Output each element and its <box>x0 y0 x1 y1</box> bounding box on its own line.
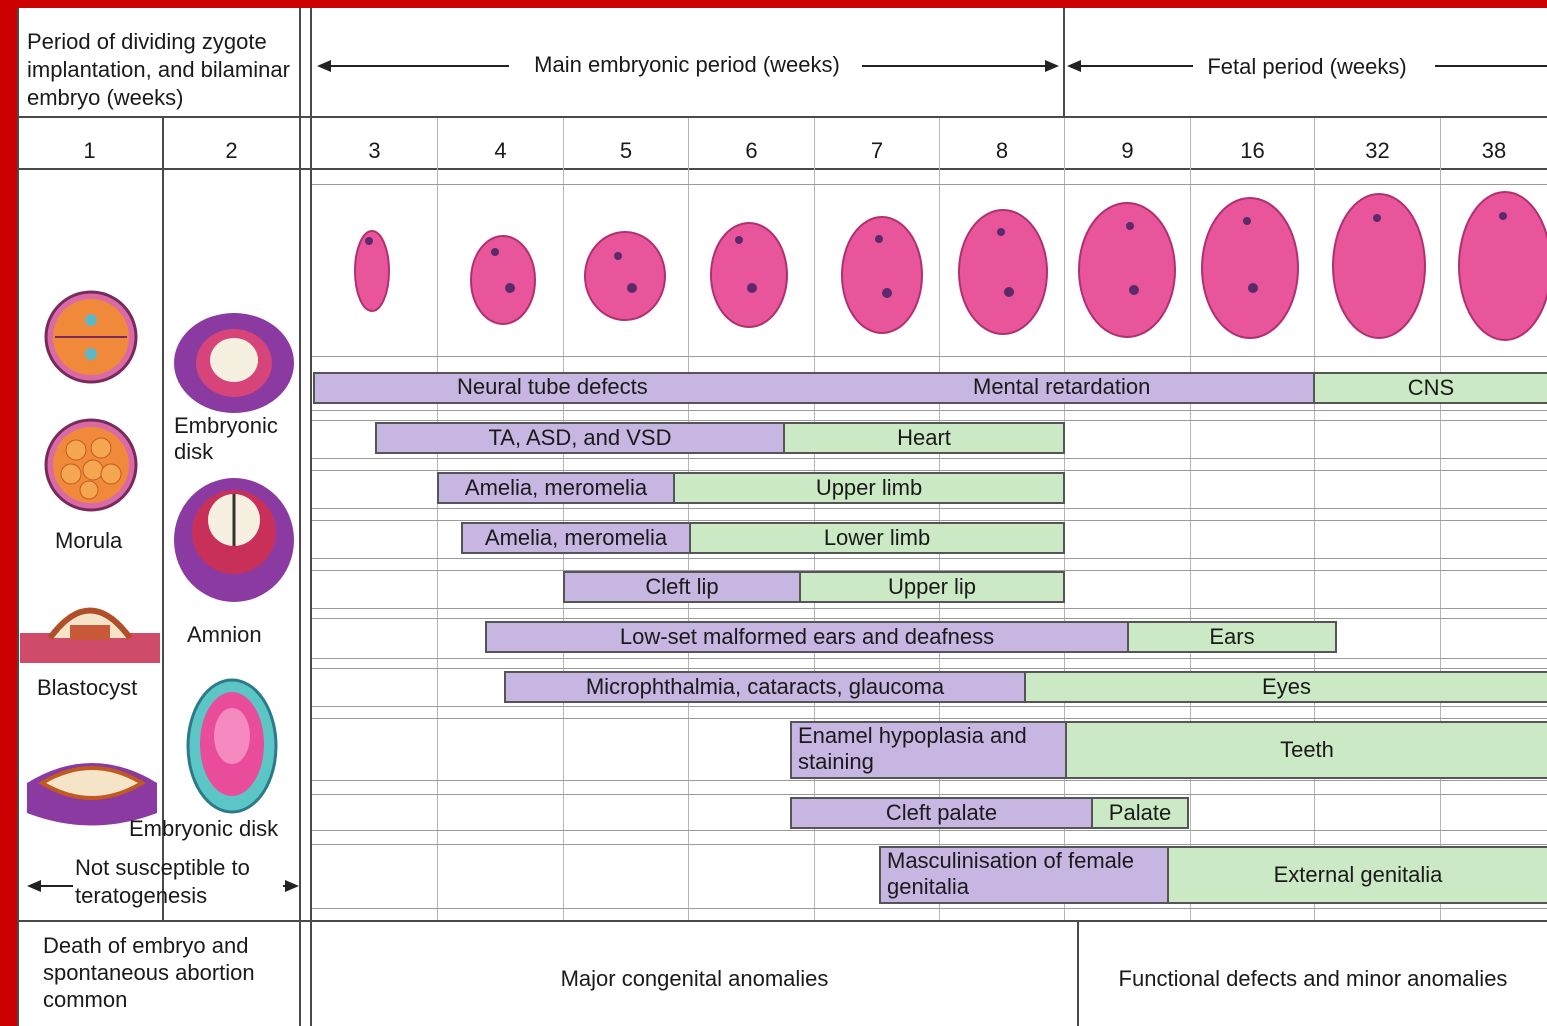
fetus-week16-illustration <box>1195 193 1305 343</box>
row-line <box>312 830 1547 831</box>
embryo-week5-illustration <box>580 226 670 326</box>
embryonic-period-label: Main embryonic period (weeks) <box>497 52 877 78</box>
morula-illustration <box>41 418 141 513</box>
row-line <box>312 908 1547 909</box>
bar-eye-defects: Microphthalmia, cataracts, glaucoma <box>504 671 1026 703</box>
week1-2-divider <box>162 116 164 920</box>
row-line <box>312 410 1547 411</box>
bar-heart: Heart <box>783 422 1065 454</box>
row-line <box>312 608 1547 609</box>
bar-cleft-palate: Cleft palate <box>790 797 1093 829</box>
left-header-title: Period of dividing zygote implantation, … <box>27 28 302 112</box>
morula-label: Morula <box>55 528 122 554</box>
neural-tube-label: Neural tube defects <box>457 374 648 400</box>
row-line <box>312 558 1547 559</box>
row-line <box>312 470 1547 471</box>
implanted-embryo-illustration <box>169 308 299 418</box>
row-line <box>312 184 1547 185</box>
bar-cleft-lip: Cleft lip <box>563 571 801 603</box>
week-label: 2 <box>164 126 299 176</box>
week-label: 3 <box>312 126 437 176</box>
bar-teeth: Teeth <box>1065 721 1547 779</box>
mental-retardation-label: Mental retardation <box>973 374 1150 400</box>
row-line <box>312 668 1547 669</box>
row-line <box>312 718 1547 719</box>
header-divider <box>17 116 1547 118</box>
fetus-week38-illustration <box>1455 186 1547 346</box>
embryonic-disk-illustration <box>185 676 280 816</box>
bar-upper-lip: Upper lip <box>799 571 1065 603</box>
footer-divider <box>17 920 1547 922</box>
bar-upper-limb-defects: Amelia, meromelia <box>437 472 675 504</box>
left-section-divider-1 <box>299 8 301 1026</box>
week-label: 6 <box>689 126 814 176</box>
week-label: 4 <box>438 126 563 176</box>
embryo-week9-illustration <box>1072 198 1182 343</box>
week-label: 38 <box>1441 126 1547 176</box>
week-label: 32 <box>1315 126 1440 176</box>
col-line <box>688 118 689 920</box>
embryo-week6-illustration <box>707 218 792 333</box>
not-susceptible-label: Not susceptible to teratogenesis <box>75 854 275 910</box>
col-line <box>437 118 438 920</box>
bar-heart-defects: TA, ASD, and VSD <box>375 422 785 454</box>
embryo-week3-illustration <box>347 223 397 318</box>
bar-eyes: Eyes <box>1024 671 1547 703</box>
embryo-week8-illustration <box>953 206 1053 341</box>
bar-genitalia: External genitalia <box>1167 846 1547 904</box>
week-label: 7 <box>815 126 939 176</box>
functional-defects-label: Functional defects and minor anomalies <box>1079 966 1547 992</box>
bar-upper-limb: Upper limb <box>673 472 1065 504</box>
teratogenesis-chart: Period of dividing zygote implantation, … <box>17 8 1547 1026</box>
embryonic-disk-label-2: Embryonic disk <box>129 816 278 842</box>
bar-ear-defects: Low-set malformed ears and deafness <box>485 621 1129 653</box>
bar-lower-limb-defects: Amelia, meromelia <box>461 522 691 554</box>
major-anomalies-label: Major congenital anomalies <box>312 966 1077 992</box>
row-line <box>312 618 1547 619</box>
col-line <box>1314 118 1315 920</box>
bar-teeth-defects: Enamel hypoplasia and staining <box>790 721 1067 779</box>
week-label: 5 <box>564 126 688 176</box>
bar-genital-defects: Masculinisation of female genitalia <box>879 846 1169 904</box>
amnion-label: Amnion <box>187 622 262 648</box>
bilaminar-embryo-illustration <box>169 470 299 610</box>
red-frame-top <box>0 0 1547 8</box>
fetal-period-label: Fetal period (weeks) <box>1187 54 1427 80</box>
two-cell-zygote-illustration <box>41 290 141 385</box>
blastocyst-implanting-illustration <box>20 583 160 668</box>
bar-palate: Palate <box>1091 797 1189 829</box>
bar-lower-limb: Lower limb <box>689 522 1065 554</box>
week-label: 16 <box>1191 126 1314 176</box>
period-divider <box>1063 8 1065 116</box>
row-line <box>312 520 1547 521</box>
embryo-week4-illustration <box>465 230 540 330</box>
row-line <box>312 420 1547 421</box>
col-line <box>1440 118 1441 920</box>
row-line <box>312 458 1547 459</box>
fetus-week32-illustration <box>1327 188 1432 343</box>
row-line <box>312 508 1547 509</box>
row-line <box>312 844 1547 845</box>
bar-cns: CNS <box>1313 372 1547 404</box>
bar-ears: Ears <box>1127 621 1337 653</box>
red-frame-left <box>0 0 17 1026</box>
row-line <box>312 356 1547 357</box>
embryo-week7-illustration <box>837 213 927 338</box>
row-line <box>312 706 1547 707</box>
week-label: 8 <box>940 126 1064 176</box>
col-line <box>563 118 564 920</box>
embryonic-disk-label-1: Embryonic disk <box>174 413 299 465</box>
blastocyst-label: Blastocyst <box>37 675 137 701</box>
row-line <box>312 794 1547 795</box>
row-line <box>312 780 1547 781</box>
week-label: 1 <box>17 126 162 176</box>
death-of-embryo-label: Death of embryo and spontaneous abortion… <box>43 932 293 1013</box>
col-line <box>1190 118 1191 920</box>
row-line <box>312 658 1547 659</box>
week-label: 9 <box>1065 126 1190 176</box>
